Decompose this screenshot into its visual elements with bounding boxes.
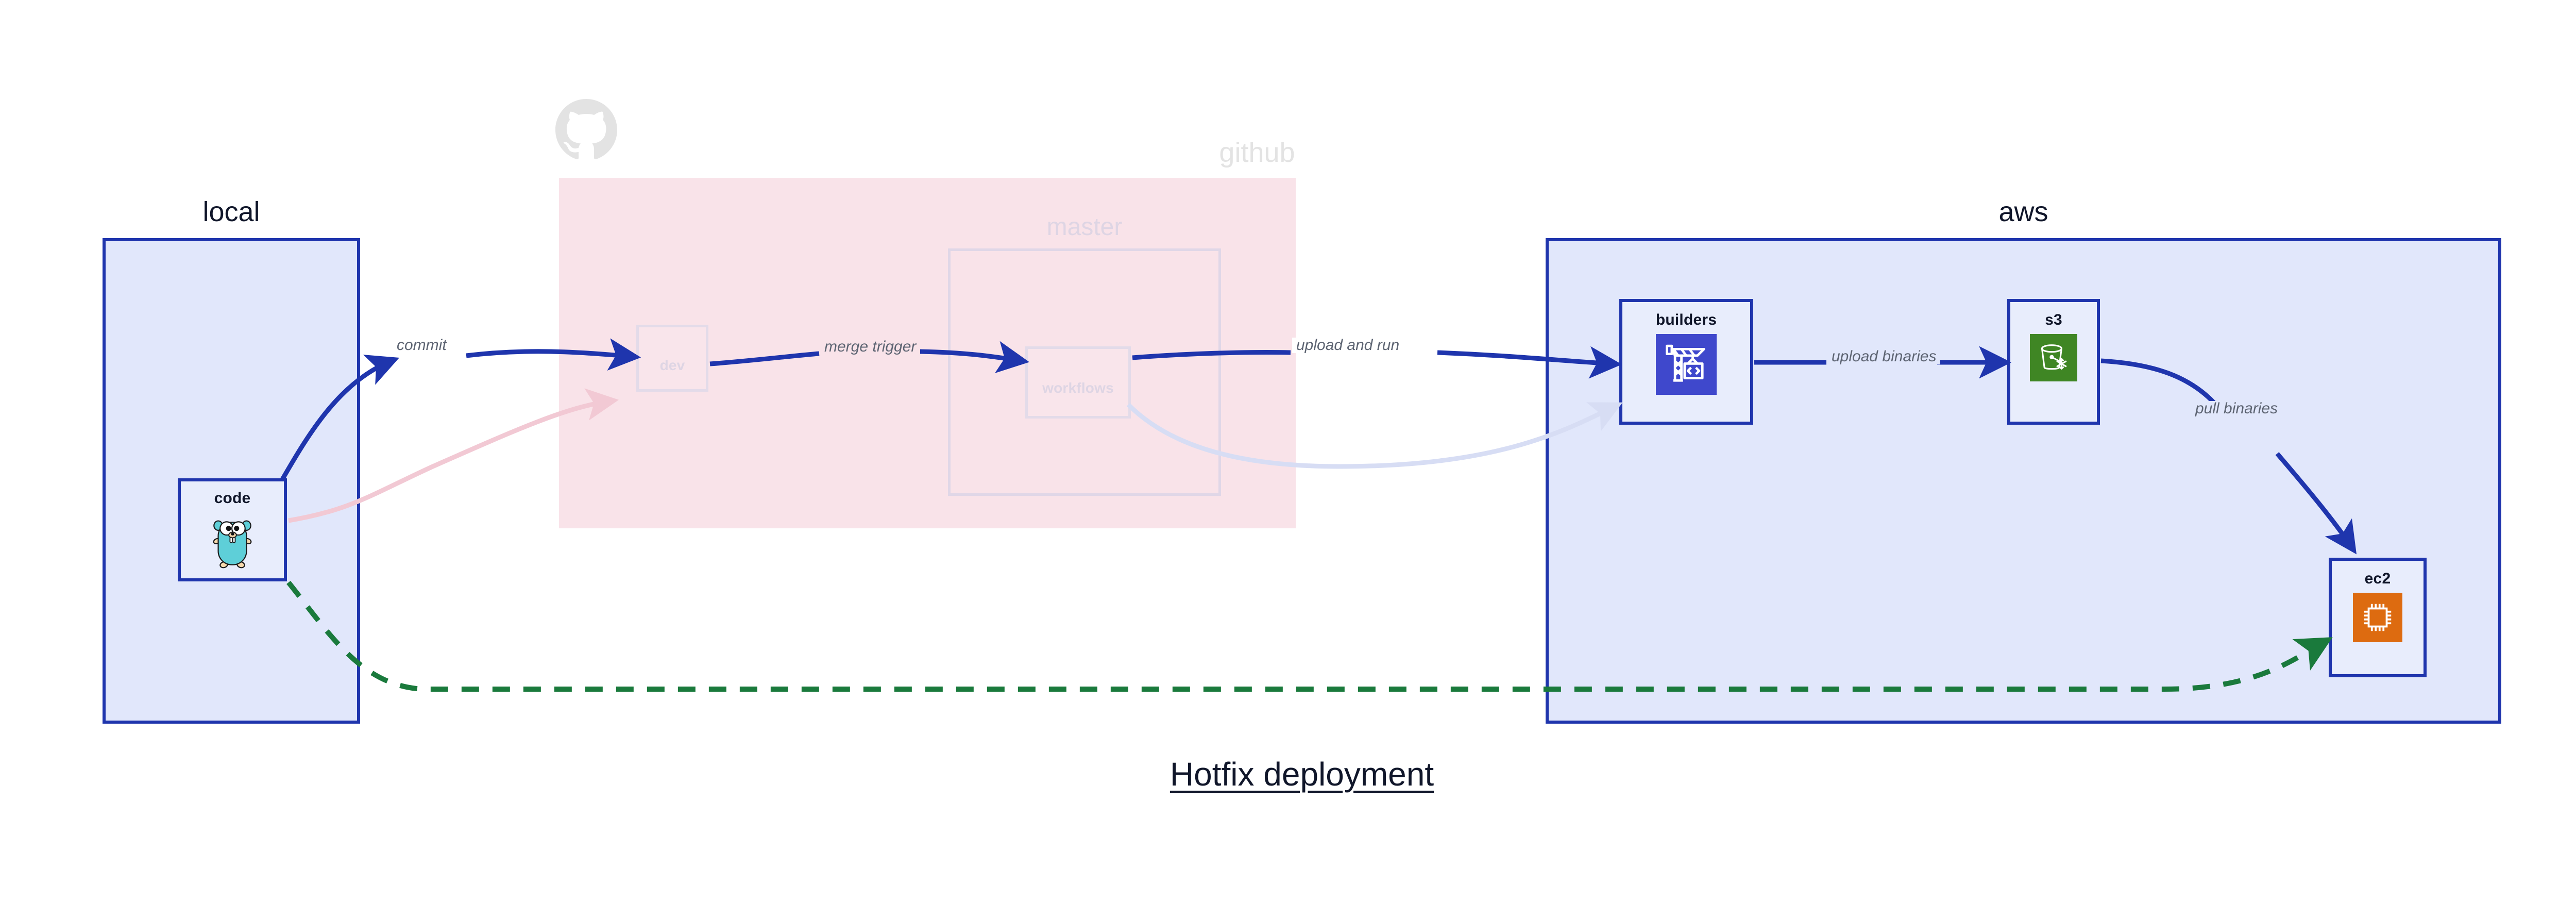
zone-local-label: local: [202, 196, 260, 227]
node-dev[interactable]: dev: [636, 325, 708, 392]
node-builders[interactable]: builders: [1619, 299, 1753, 425]
github-octocat-icon: [555, 99, 617, 161]
node-dev-label: dev: [659, 357, 685, 373]
node-builders-label: builders: [1655, 311, 1717, 328]
edge-label-merge-trigger: merge trigger: [820, 339, 921, 355]
go-gopher-icon: [204, 512, 261, 569]
node-code-label: code: [214, 490, 251, 507]
zone-master-label: master: [1046, 213, 1123, 241]
node-workflows[interactable]: workflows: [1025, 346, 1131, 419]
zone-aws-label: aws: [1998, 196, 2048, 227]
s3-bucket-icon: [2030, 334, 2077, 381]
node-s3-label: s3: [2045, 311, 2062, 328]
node-code[interactable]: code: [178, 478, 287, 581]
zone-github-label: github: [1219, 137, 1295, 168]
zone-master: [948, 248, 1221, 496]
node-ec2-label: ec2: [2364, 570, 2391, 587]
node-s3[interactable]: s3: [2007, 299, 2100, 425]
edge-label-commit: commit: [393, 338, 451, 353]
edge-label-pull-binaries: pull binaries: [2191, 401, 2282, 416]
diagram-title: Hotfix deployment: [1170, 756, 1434, 793]
crane-build-icon: [1656, 334, 1717, 395]
cpu-chip-icon: [2353, 593, 2402, 642]
edge-label-upload-and-run: upload and run: [1292, 338, 1404, 353]
edge-label-upload-binaries: upload binaries: [1827, 349, 1941, 364]
node-ec2[interactable]: ec2: [2329, 558, 2427, 677]
node-workflows-label: workflows: [1042, 380, 1114, 396]
